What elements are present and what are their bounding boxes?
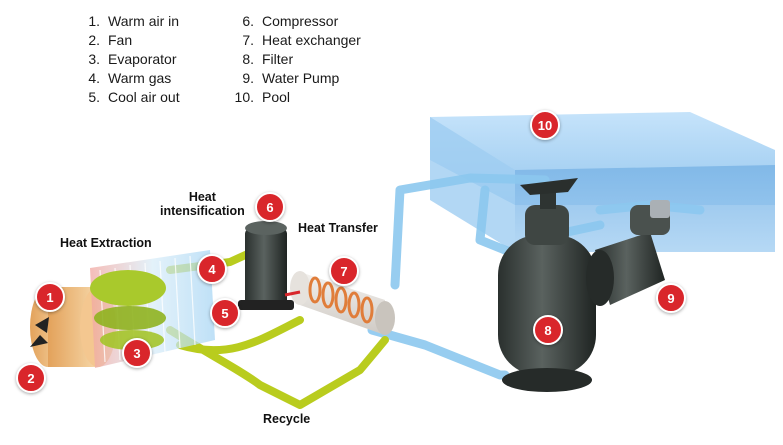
compressor — [238, 221, 294, 310]
legend-item: 8.Filter — [242, 51, 294, 67]
badge-cool-air-out: 5 — [210, 298, 240, 328]
legend-item: 10.Pool — [234, 89, 291, 105]
legend-item: 7.Heat exchanger — [242, 32, 361, 48]
badge-water-pump: 9 — [656, 283, 686, 313]
legend-left: 1.Warm air in 2.Fan 3.Evaporator 4.Warm … — [78, 12, 180, 107]
badge-compressor: 6 — [255, 192, 285, 222]
label-heat-transfer: Heat Transfer — [298, 221, 378, 235]
label-heat-extraction: Heat Extraction — [60, 236, 152, 250]
badge-warm-gas: 4 — [197, 254, 227, 284]
badge-warm-air-in: 1 — [35, 282, 65, 312]
legend-item: 4.Warm gas — [88, 70, 172, 86]
heat-exchanger — [284, 271, 395, 335]
legend-right: 6.Compressor 7.Heat exchanger 8.Filter 9… — [232, 12, 361, 107]
label-heat-intensification: Heat intensification — [160, 190, 245, 218]
badge-fan: 2 — [16, 363, 46, 393]
badge-evaporator: 3 — [122, 338, 152, 368]
legend-item: 5.Cool air out — [88, 89, 180, 105]
legend-item: 3.Evaporator — [88, 51, 177, 67]
badge-filter: 8 — [533, 315, 563, 345]
badge-heat-exchanger: 7 — [329, 256, 359, 286]
legend-item: 2.Fan — [88, 32, 133, 48]
legend-item: 9.Water Pump — [242, 70, 340, 86]
legend-item: 6.Compressor — [242, 13, 339, 29]
badge-pool: 10 — [530, 110, 560, 140]
filter — [498, 178, 596, 392]
legend-item: 1.Warm air in — [88, 13, 180, 29]
label-recycle: Recycle — [263, 412, 311, 426]
water-pump — [586, 200, 670, 306]
